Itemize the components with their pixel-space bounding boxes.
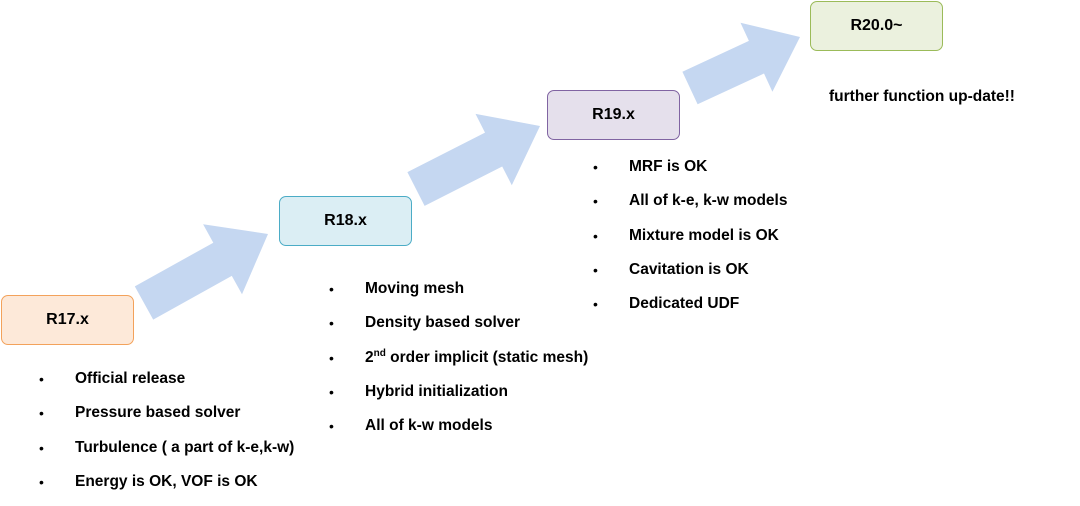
step-arrow xyxy=(134,224,268,320)
r19-feature-item: Cavitation is OK xyxy=(593,260,787,294)
release-r20-box: R20.0~ xyxy=(810,1,943,51)
r19-feature-item: Mixture model is OK xyxy=(593,226,787,260)
release-r17-box: R17.x xyxy=(1,295,134,345)
ordinal-number: 2 xyxy=(365,348,374,366)
r19-feature-item: Dedicated UDF xyxy=(593,294,787,328)
r19-feature-item: MRF is OK xyxy=(593,157,787,191)
r18-feature-item: 2nd order implicit (static mesh) xyxy=(329,348,588,382)
step-arrow xyxy=(682,22,800,105)
r19-feature-item: All of k-e, k-w models xyxy=(593,191,787,225)
r17-feature-item: Energy is OK, VOF is OK xyxy=(39,472,294,506)
release-r19-label: R19.x xyxy=(592,106,635,123)
release-r19-box: R19.x xyxy=(547,90,680,140)
release-r18-box: R18.x xyxy=(279,196,412,246)
r18-feature-item: Density based solver xyxy=(329,313,588,347)
r18-feature-item: All of k-w models xyxy=(329,416,588,450)
r17-feature-item: Turbulence ( a part of k-e,k-w) xyxy=(39,438,294,472)
release-r17-label: R17.x xyxy=(46,311,89,328)
r20-note: further function up-date!! xyxy=(829,88,1015,105)
r17-feature-item: Official release xyxy=(39,369,294,403)
r18-feature-item: Moving mesh xyxy=(329,279,588,313)
release-r18-label: R18.x xyxy=(324,212,367,229)
release-r20-label: R20.0~ xyxy=(850,17,903,34)
r18-feature-list: Moving mesh Density based solver 2nd ord… xyxy=(329,279,588,450)
ordinal-suffix: nd xyxy=(373,347,386,359)
step-arrow xyxy=(407,113,540,206)
r18-feature-item: Hybrid initialization xyxy=(329,382,588,416)
r17-feature-item: Pressure based solver xyxy=(39,403,294,437)
feature-text: order implicit (static mesh) xyxy=(385,348,589,366)
r17-feature-list: Official release Pressure based solver T… xyxy=(39,369,294,506)
r19-feature-list: MRF is OK All of k-e, k-w models Mixture… xyxy=(593,157,787,328)
